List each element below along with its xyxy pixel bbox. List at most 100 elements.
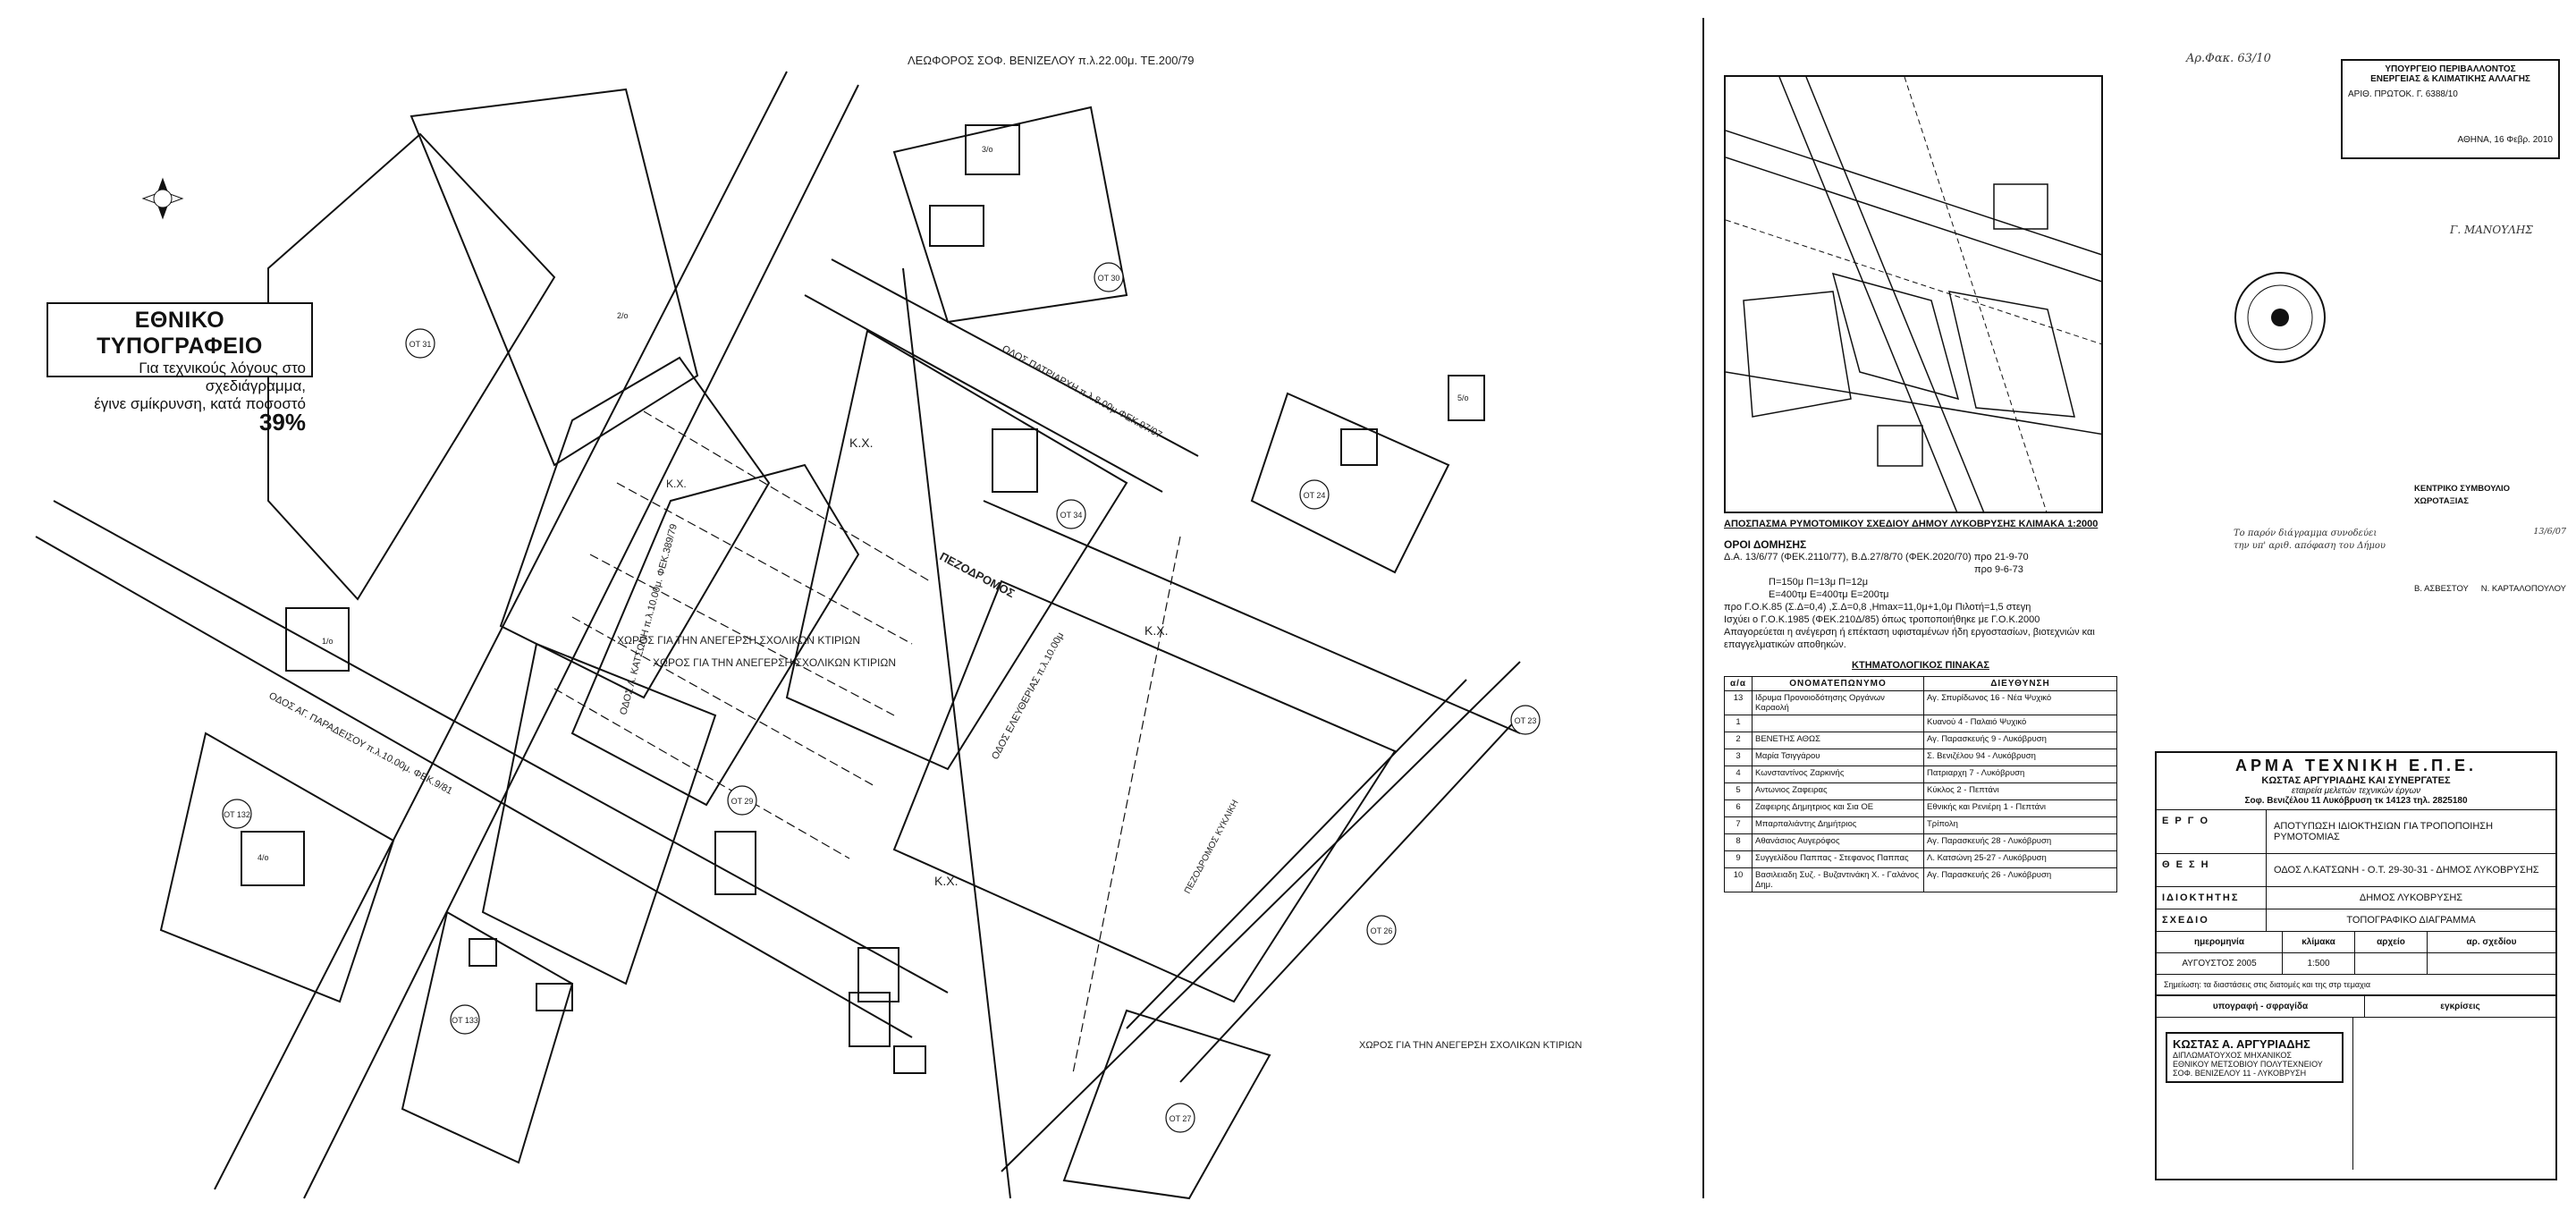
table-cell: Εθνικής και Ρενιέρη 1 - Πεπτάνι xyxy=(1923,799,2117,817)
block-label: ΟΤ 27 xyxy=(1170,1114,1192,1123)
engineer-stamp: ΚΩΣΤΑΣ Α. ΑΡΓΥΡΙΑΔΗΣ ΔΙΠΛΩΜΑΤΟΥΧΟΣ ΜΗΧΑΝ… xyxy=(2166,1032,2344,1083)
council-date: 13/6/07 xyxy=(2533,527,2566,537)
printing-office-banner: ΕΘΝΙΚΟ ΤΥΠΟΓΡΑΦΕΙΟ Για τεχνικούς λόγους … xyxy=(46,302,313,434)
terms-line: Απαγορεύεται η ανέγερση ή επέκταση υφιστ… xyxy=(1724,627,2095,650)
table-cell: Ιδρυμα Προνοιοδότησης Οργάνων Καραολή xyxy=(1752,690,1924,715)
ergo-value: ΑΠΟΤΥΠΩΣΗ ΙΔΙΟΚΤΗΣΙΩΝ ΓΙΑ ΤΡΟΠΟΠΟΙΗΣΗ ΡΥ… xyxy=(2274,821,2494,842)
excerpt-panel: ΑΠΟΣΠΑΣΜΑ ΡΥΜΟΤΟΜΙΚΟΥ ΣΧΕΔΙΟΥ ΔΗΜΟΥ ΛΥΚΟ… xyxy=(1715,75,2126,1077)
signature: Γ. ΜΑΝΟΥΛΗΣ xyxy=(2450,224,2533,236)
cadastre-title: ΚΤΗΜΑΤΟΛΟΓΙΚΟΣ ΠΙΝΑΚΑΣ xyxy=(1852,660,1989,671)
excerpt-title: ΑΠΟΣΠΑΣΜΑ ΡΥΜΟΤΟΜΙΚΟΥ ΣΧΕΔΙΟΥ ΔΗΜΟΥ ΛΥΚΟ… xyxy=(1724,519,2099,529)
central-council: ΚΕΝΤΡΙΚΟ ΣΥΜΒΟΥΛΙΟ ΧΩΡΟΤΑΞΙΑΣ xyxy=(2414,484,2511,506)
sxedio-value: ΤΟΠΟΓΡΑΦΙΚΟ ΔΙΑΓΡΑΜΜΑ xyxy=(2346,915,2476,926)
table-cell: Συγγελίδου Παππας - Στεφανος Παππας xyxy=(1752,850,1924,868)
block-label: ΟΤ 23 xyxy=(1515,716,1537,725)
ministry-line1: ΥΠΟΥΡΓΕΙΟ ΠΕΡΙΒΑΛΛΟΝΤΟΣ xyxy=(2385,64,2516,74)
stamp-date: ΑΘΗΝΑ, 16 Φεβρ. 2010 xyxy=(2457,135,2554,145)
company: ΑΡΜΑ ΤΕΧΝΙΚΗ Ε.Π.Ε. xyxy=(2234,757,2478,774)
date-value: ΑΥΓΟΥΣΤΟΣ 2005 xyxy=(2157,953,2283,974)
table-cell: 8 xyxy=(1724,833,1753,851)
table-cell: 6 xyxy=(1724,799,1753,817)
table-cell: Κυανού 4 - Παλαιό Ψυχικό xyxy=(1923,715,2117,732)
ministry-line2: ΕΝΕΡΓΕΙΑΣ & ΚΛΙΜΑΤΙΚΗΣ ΑΛΛΑΓΗΣ xyxy=(2370,74,2530,84)
block-label: ΟΤ 132 xyxy=(224,810,250,819)
storey-label: 3/ο xyxy=(982,145,993,154)
terms-line: Π=150μ Π=13μ Π=12μ xyxy=(1769,577,1869,588)
block-label: ΟΤ 24 xyxy=(1304,491,1326,500)
frame-divider xyxy=(1702,18,1704,1198)
engineer-title1: ΔΙΠΛΩΜΑΤΟΥΧΟΣ ΜΗΧΑΝΙΚΟΣ xyxy=(2173,1051,2292,1060)
table-cell: Αθανάσιος Αυγερόφος xyxy=(1752,833,1924,851)
terms-line: Ισχύει ο Γ.Ο.Κ.1985 (ΦΕΚ.210Δ/85) όπως τ… xyxy=(1724,614,2040,625)
storey-label: 2/ο xyxy=(617,311,629,320)
table-cell: Σ. Βενιζέλου 94 - Λυκόβρυση xyxy=(1923,749,2117,766)
note: Σημείωση: τα διαστάσεις στις διατομές κα… xyxy=(2157,975,2555,996)
table-cell: Ζαφειρης Δημητριος και Σια ΟΕ xyxy=(1752,799,1924,817)
table-cell: Αγ. Παρασκευής 26 - Λυκόβρυση xyxy=(1923,867,2117,892)
kx-label-2: Κ.Χ. xyxy=(1144,623,1168,638)
block-label: ΟΤ 30 xyxy=(1098,274,1120,283)
table-cell: 7 xyxy=(1724,816,1753,834)
company-desc: εταιρεία μελετών τεχνικών έργων xyxy=(2291,786,2421,796)
north-arrow-icon xyxy=(141,177,184,220)
table-cell: Αγ. Παρασκευής 9 - Λυκόβρυση xyxy=(1923,732,2117,749)
col-scale: κλίμακα xyxy=(2283,932,2355,952)
avenue-label: ΛΕΩΦΟΡΟΣ ΣΟΦ. ΒΕΝΙΖΕΛΟΥ π.λ.22.00μ. ΤΕ.2… xyxy=(908,54,1195,67)
pedestrian-label: ΠΕΖΟΔΡΟΜΟΣ xyxy=(938,549,1018,600)
table-cell: 2 xyxy=(1724,732,1753,749)
table-cell: ΒΕΝΕΤΗΣ ΑΘΩΣ xyxy=(1752,732,1924,749)
round-seal-icon xyxy=(2234,272,2326,363)
owner-label: ΙΔΙΟΚΤΗΤΗΣ xyxy=(2157,887,2267,909)
approval-header: εγκρίσεις xyxy=(2440,1002,2480,1011)
ref-top: Αρ.Φακ. 63/10 xyxy=(2186,52,2271,65)
table-cell: 10 xyxy=(1724,867,1753,892)
table-cell: Αγ. Παρασκευής 28 - Λυκόβρυση xyxy=(1923,833,2117,851)
street-eleftherias-label: ΟΔΟΣ ΕΛΕΥΘΕΡΙΑΣ π.λ.10.00μ xyxy=(990,630,1066,761)
table-header: α/α xyxy=(1724,676,1753,691)
terms-line: Ε=400τμ Ε=400τμ Ε=200τμ xyxy=(1769,589,1889,600)
terms-line: προ Γ.Ο.Κ.85 (Σ.Δ=0,4) ,Σ.Δ=0,8 ,Ηmax=11… xyxy=(1724,602,2031,613)
col-dwg: αρ. σχεδίου xyxy=(2466,937,2517,947)
sxedio-label: ΣΧΕΔΙΟ xyxy=(2157,909,2267,931)
table-cell xyxy=(1752,715,1924,732)
table-cell: Μαρία Τσιγγάρου xyxy=(1752,749,1924,766)
terms-title: ΟΡΟΙ ΔΟΜΗΣΗΣ xyxy=(1724,538,1807,551)
pedestrian-diag-label: ΠΕΖΟΔΡΟΜΟΣ ΚΥΚΛΙΚΗ xyxy=(1183,799,1241,896)
engineer-name: ΚΩΣΤΑΣ Α. ΑΡΓΥΡΙΑΔΗΣ xyxy=(2173,1037,2310,1051)
table-cell: Αντωνιος Ζαφειρας xyxy=(1752,782,1924,800)
storey-label: 1/ο xyxy=(322,637,334,646)
kx-label-1: Κ.Χ. xyxy=(849,436,873,450)
ministry-stamp: ΥΠΟΥΡΓΕΙΟ ΠΕΡΙΒΑΛΛΟΝΤΟΣ ΕΝΕΡΓΕΙΑΣ & ΚΛΙΜ… xyxy=(2341,59,2560,159)
table-cell: Μπαρπαλιάντης Δημήτριος xyxy=(1752,816,1924,834)
central-council-stamp: ΚΕΝΤΡΙΚΟ ΣΥΜΒΟΥΛΙΟ ΧΩΡΟΤΑΞΙΑΣ 13/6/07 Β.… xyxy=(2414,483,2566,594)
title-block: ΑΡΜΑ ΤΕΧΝΙΚΗ Ε.Π.Ε. ΚΩΣΤΑΣ ΑΡΓΥΡΙΑΔΗΣ ΚΑ… xyxy=(2155,751,2557,1180)
block-label: ΟΤ 133 xyxy=(452,1016,478,1025)
excerpt-map xyxy=(1724,75,2103,513)
table-header: ΔΙΕΥΘΥΝΣΗ xyxy=(1923,676,2117,691)
table-cell: 13 xyxy=(1724,690,1753,715)
banner-line2: έγινε σμίκρυνση, κατά ποσοστό xyxy=(94,395,306,412)
block-label: ΟΤ 31 xyxy=(410,340,432,349)
note-left: Το παρόν διάγραμμα συνοδεύει την υπ' αρι… xyxy=(2234,529,2386,551)
thesi-label: Θ Ε Σ Η xyxy=(2157,854,2267,886)
storey-label: 5/ο xyxy=(1457,393,1469,402)
banner-title: ΕΘΝΙΚΟ ΤΥΠΟΓΡΑΦΕΙΟ xyxy=(97,308,263,359)
street-patriarchi-label: ΟΔΟΣ ΠΑΤΡΙΑΡΧΗ π.λ.8.00μ ΦΕΚ.97/97 xyxy=(1001,343,1164,441)
table-cell: Βασιλειαδη Συζ. - Βυζαντινάκη Χ. - Γαλάν… xyxy=(1752,867,1924,892)
engineer-title2: ΕΘΝΙΚΟΥ ΜΕΤΣΟΒΙΟΥ ΠΟΛΥΤΕΧΝΕΙΟΥ xyxy=(2173,1060,2323,1069)
kx-label-4: Κ.Χ. xyxy=(666,478,687,490)
ergo-label: Ε Ρ Γ Ο xyxy=(2157,810,2267,853)
block-label: ΟΤ 26 xyxy=(1371,926,1393,935)
table-cell: Πατριαρχη 7 - Λυκόβρυση xyxy=(1923,765,2117,783)
table-cell: Τρίπολη xyxy=(1923,816,2117,834)
banner-line1: Για τεχνικούς λόγους στο σχεδιάγραμμα, xyxy=(139,359,306,394)
